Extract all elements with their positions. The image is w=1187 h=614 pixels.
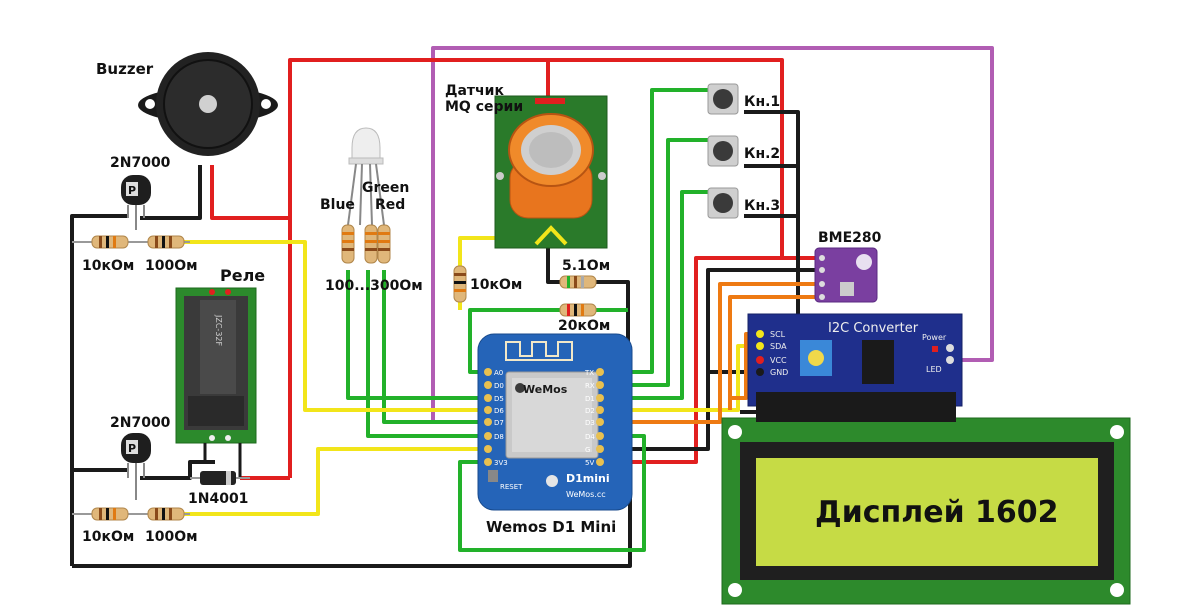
red-wire-5v [600, 256, 782, 464]
i2c-pin-vcc: VCC [770, 356, 787, 365]
bme-label: BME280 [818, 230, 882, 246]
transistor-bottom-label: 2N7000 [110, 415, 171, 431]
button-1-label: Кн.1 [744, 94, 780, 110]
bme280-module [814, 247, 878, 303]
yellow-wire-bottom [180, 447, 488, 516]
orange-wire-scl [728, 295, 815, 410]
wemos-pin-d8: D8 [494, 433, 504, 441]
i2c-pin-scl: SCL [770, 330, 786, 339]
lcd-header-pins [756, 406, 956, 422]
black-wire-bme-gnd [630, 268, 815, 451]
resistors-bottom [72, 507, 190, 521]
wemos-pin-3v3: 3V3 [494, 459, 508, 467]
divider-resistors [559, 275, 597, 317]
sensor-label-2: MQ серии [445, 99, 523, 115]
wemos-label: Wemos D1 Mini [486, 518, 616, 536]
relay-marking: JZC-32F [214, 314, 223, 346]
red-wire-top [288, 58, 815, 478]
button-1 [707, 83, 739, 115]
diode [190, 471, 250, 485]
r-top-right-label: 100Ом [145, 258, 198, 274]
green-wire-btn2 [600, 138, 716, 387]
wemos-pin-d4: D4 [585, 433, 595, 441]
led-resistors [341, 224, 391, 264]
wemos-pin-a0: A0 [494, 369, 503, 377]
wemos-right-pins [596, 368, 604, 466]
wemos-left-pins [484, 368, 492, 466]
i2c-converter [747, 313, 963, 410]
green-wire-led-blue [346, 270, 488, 400]
green-wire-led-red [382, 270, 488, 424]
buzzer [138, 52, 278, 156]
i2c-power-label: Power [922, 333, 947, 342]
wemos-site: WeMos.cc [566, 490, 606, 499]
i2c-pin-gnd: GND [770, 368, 788, 377]
rgb-led [347, 127, 385, 226]
svg-text:P: P [128, 184, 136, 197]
i2c-led-label: LED [926, 365, 942, 374]
orange-wire-sda [600, 282, 815, 424]
sensor-pull-label: 10кОм [470, 277, 522, 293]
div-top-label: 5.1Ом [562, 258, 610, 274]
wires [70, 46, 994, 568]
sensor-pull-resistor [453, 265, 467, 303]
r-bot-left-label: 10кОм [82, 529, 134, 545]
resistors-top [72, 235, 190, 249]
wemos-pin-d2: D2 [585, 407, 595, 415]
button-3-label: Кн.3 [744, 198, 780, 214]
wemos-chip-brand: WeMos [523, 383, 568, 396]
green-wire-3v3 [458, 434, 646, 552]
led-green-label: Green [362, 180, 409, 196]
black-wire-buzzer [140, 165, 202, 220]
mq-sensor [494, 95, 608, 249]
transistor-top-label: 2N7000 [110, 155, 171, 171]
wemos-pin-tx: TX [584, 369, 594, 377]
display-label: Дисплей 1602 [815, 495, 1059, 530]
wemos-pin-d3: D3 [585, 419, 595, 427]
relay-label: Реле [220, 266, 265, 285]
buzzer-label: Buzzer [96, 60, 154, 78]
relay: JZC-32F [175, 287, 257, 478]
wemos-pin-5v: 5V [585, 459, 594, 467]
r-top-left-label: 10кОм [82, 258, 134, 274]
i2c-pin-sda: SDA [770, 342, 787, 351]
green-wire-btn1 [600, 88, 716, 374]
wemos-pin-d5: D5 [494, 395, 504, 403]
red-wire-buzzer [210, 165, 290, 220]
transistor-bottom: P [121, 433, 151, 500]
black-wire-left [70, 214, 128, 566]
i2c-title: I2C Converter [828, 321, 919, 336]
green-wire-a0 [468, 308, 628, 374]
transistor-top: P [121, 175, 151, 230]
led-red-label: Red [375, 197, 405, 213]
button-2 [707, 135, 739, 167]
r-bot-right-label: 100Ом [145, 529, 198, 545]
wemos-pin-g: G [585, 446, 590, 454]
green-wire-btn3 [600, 190, 716, 400]
wemos-pin-d7: D7 [494, 419, 504, 427]
wemos-pin-d6: D6 [494, 407, 504, 415]
wemos-d1-mini [477, 333, 633, 511]
sensor-label-1: Датчик [445, 83, 504, 99]
button-3 [707, 187, 739, 219]
wemos-pin-d0: D0 [494, 382, 504, 390]
led-resistors-label: 100...300Ом [325, 278, 423, 294]
black-wire-relay-diode [140, 460, 215, 480]
svg-text:P: P [128, 442, 136, 455]
green-wire-led-green [366, 270, 488, 438]
lcd-1602 [721, 406, 1131, 605]
wemos-pin-rx: RX [585, 382, 595, 390]
wemos-model: D1mini [566, 472, 610, 485]
wemos-reset-label: RESET [500, 483, 523, 491]
led-blue-label: Blue [320, 197, 355, 213]
div-bottom-label: 20кОм [558, 318, 610, 334]
diode-label: 1N4001 [188, 491, 248, 507]
button-2-label: Кн.2 [744, 146, 780, 162]
wemos-pin-d1: D1 [585, 395, 595, 403]
yellow-wire-top [180, 240, 488, 412]
purple-wire [431, 46, 994, 422]
